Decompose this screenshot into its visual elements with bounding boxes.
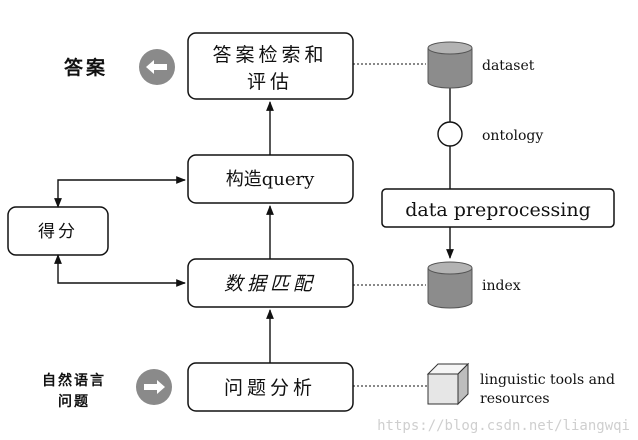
build-query-label: 构造query <box>226 169 315 190</box>
index-label: index <box>482 278 521 294</box>
left-arrow-icon <box>139 49 175 85</box>
tools-label-line2: resources <box>480 391 550 407</box>
edge-score-match-loop <box>54 254 186 287</box>
node-build-query: 构造query <box>187 154 354 204</box>
ontology-circle-icon <box>437 121 463 147</box>
watermark-url: https://blog.csdn.net/liangwqi <box>377 418 630 434</box>
node-data-preprocessing: data preprocessing <box>381 188 615 228</box>
ontology-label: ontology <box>482 128 543 144</box>
tools-label-line1: linguistic tools and <box>480 372 615 388</box>
node-score: 得分 <box>7 206 109 256</box>
node-data-match: 数据匹配 <box>187 258 354 308</box>
score-label: 得分 <box>38 222 78 242</box>
index-cylinder-icon <box>427 261 473 309</box>
answer-label: 答案 <box>64 56 108 79</box>
answer-retrieval-line2: 评估 <box>247 71 293 93</box>
input-label-line2: 问题 <box>58 393 90 410</box>
node-answer-retrieval: 答案检索和 评估 <box>187 32 354 100</box>
question-analysis-label: 问题分析 <box>224 377 316 399</box>
data-preprocessing-label: data preprocessing <box>405 199 591 221</box>
dataset-label: dataset <box>482 58 535 74</box>
dataset-cylinder-icon <box>427 41 473 89</box>
node-question-analysis: 问题分析 <box>187 362 354 412</box>
edge-score-query-loop <box>54 176 186 208</box>
answer-retrieval-line1: 答案检索和 <box>212 44 327 66</box>
right-arrow-icon <box>136 369 172 405</box>
input-label-line1: 自然语言 <box>42 372 106 389</box>
tools-cube-icon <box>426 362 470 406</box>
data-match-label: 数据匹配 <box>224 273 316 295</box>
